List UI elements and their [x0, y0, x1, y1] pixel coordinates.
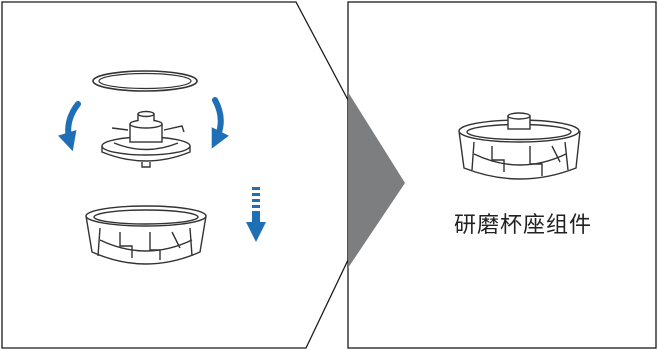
assembled-cup-base [458, 112, 581, 180]
result-label: 研磨杯座组件 [453, 213, 592, 238]
blade-base [101, 110, 191, 168]
rotate-left-arrow-icon [58, 101, 81, 152]
cup-base [85, 205, 207, 265]
insert-down-arrow-icon [246, 187, 266, 242]
transition-arrow-icon [348, 92, 405, 268]
left-panel [1, 1, 349, 349]
sealing-ring [92, 70, 198, 92]
rotate-right-arrow-icon [211, 97, 229, 149]
